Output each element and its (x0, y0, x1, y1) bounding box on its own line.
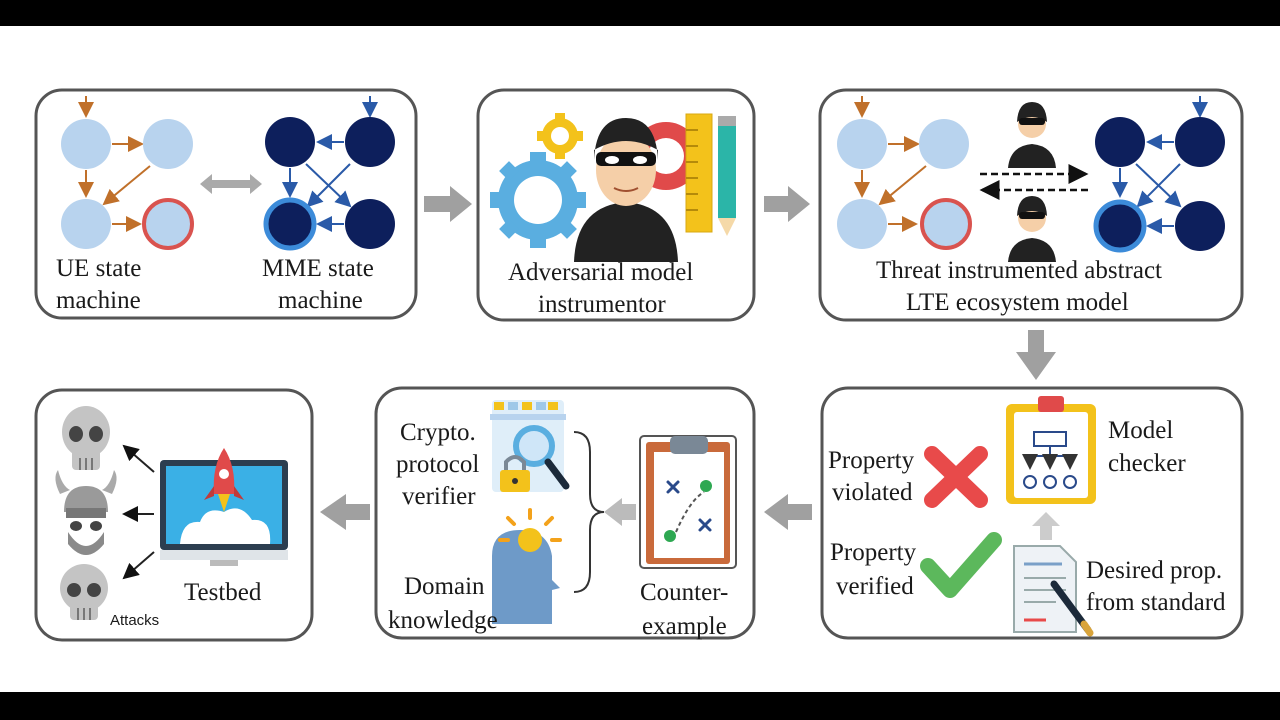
ue-state-node (919, 119, 969, 169)
ue-state-node (61, 119, 111, 169)
ue-state-node (143, 119, 193, 169)
instrumentor-label-line1: Adversarial model (508, 259, 693, 286)
desired-label-line1: Desired prop. (1086, 557, 1222, 584)
ue-state-node (61, 199, 111, 249)
verified-label-line2: verified (836, 573, 914, 600)
flow-arrow-right (764, 186, 810, 222)
mme-state-node (1175, 117, 1225, 167)
green-check-icon (920, 532, 1002, 598)
ue-state-node (837, 199, 887, 249)
mme-state-node (265, 117, 315, 167)
verifier-panel: Crypto. protocol verifier (374, 386, 756, 640)
attacks-label: Attacks (110, 612, 159, 629)
skull-icon (60, 564, 108, 620)
mme-state-node (1175, 201, 1225, 251)
ue-final-state-node (920, 198, 972, 250)
flow-arrow-down (1016, 330, 1056, 380)
mme-state-machine (1093, 96, 1225, 253)
ue-final-state-node (142, 198, 194, 250)
counter-label-line1: Counter- (640, 579, 728, 606)
crypto-label-line2: protocol (396, 451, 479, 478)
small-gear-icon (537, 113, 583, 159)
violated-label-line1: Property (828, 447, 915, 474)
lock-magnifier-icon (490, 400, 570, 492)
flow-arrow-left (764, 494, 812, 530)
ue-state-node (837, 119, 887, 169)
threat-label-line1: Threat instrumented abstract (876, 257, 1162, 284)
flow-arrow-right (424, 186, 472, 222)
mme-label-line2: machine (278, 287, 363, 314)
testbed-panel: Testbed Attacks (34, 388, 314, 642)
clipboard-strategy-icon (639, 435, 737, 569)
adversary-icon (1008, 196, 1056, 262)
ue-state-machine (61, 96, 194, 250)
violated-label-line2: violated (832, 479, 913, 506)
verified-label-line1: Property (830, 539, 917, 566)
ue-label-line2: machine (56, 287, 141, 314)
ue-state-machine (837, 96, 972, 250)
crypto-label-line1: Crypto. (400, 419, 476, 446)
model-checker-label-line2: checker (1108, 450, 1186, 477)
flow-arrow-left (604, 498, 636, 526)
model-checker-panel: Model checker Property violated Property… (820, 386, 1244, 640)
testbed-label: Testbed (184, 579, 262, 606)
skull-icon (62, 406, 110, 470)
ue-label-line1: UE state (56, 255, 141, 282)
domain-label-line2: knowledge (388, 607, 498, 634)
mme-final-state-node (1093, 199, 1147, 253)
clipboard-flow-icon (1006, 396, 1096, 504)
hacker-icon (574, 118, 678, 262)
monitor-rocket-icon (160, 448, 288, 566)
state-machines-panel: UE state machine MME state machine (34, 88, 418, 320)
attack-arrows (122, 444, 155, 580)
threat-model-panel: Threat instrumented abstract LTE ecosyst… (818, 88, 1244, 322)
instrumentor-panel: Adversarial model instrumentor (476, 88, 756, 322)
gear-icon (490, 152, 586, 248)
flow-arrow-left (320, 494, 370, 530)
document-pen-icon (1013, 545, 1094, 637)
mme-state-node (345, 117, 395, 167)
threat-label-line2: LTE ecosystem model (906, 289, 1129, 316)
domain-label-line1: Domain (404, 573, 485, 600)
ruler-pencil-icon (685, 113, 736, 236)
viking-helmet-icon (55, 470, 117, 555)
adversary-icon (1008, 102, 1056, 168)
counter-label-line2: example (642, 613, 727, 640)
mme-state-machine (263, 96, 395, 251)
mme-state-node (1095, 117, 1145, 167)
lightbulb-head-icon (492, 508, 562, 624)
model-checker-label-line1: Model (1108, 417, 1173, 444)
mme-label-line1: MME state (262, 255, 374, 282)
desired-label-line2: from standard (1086, 589, 1226, 616)
instrumentor-label-line2: instrumentor (538, 291, 666, 318)
red-x-icon (924, 446, 988, 508)
crypto-label-line3: verifier (402, 483, 476, 510)
bidirectional-arrow (200, 174, 262, 194)
mme-final-state-node (263, 197, 317, 251)
mme-state-node (345, 199, 395, 249)
up-arrow-icon (1032, 512, 1060, 540)
